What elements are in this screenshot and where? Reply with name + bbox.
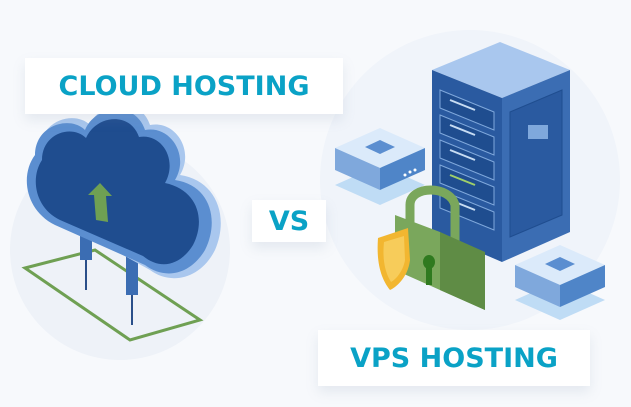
vps-hosting-text: VPS HOSTING [350,342,558,374]
vps-hosting-label: VPS HOSTING [318,330,590,386]
upload-arrow-icon [88,183,112,222]
cloud-hosting-text: CLOUD HOSTING [58,70,310,102]
small-server-icon [335,128,425,205]
cloud-hosting-label: CLOUD HOSTING [25,58,343,114]
padlock-icon [395,185,485,310]
cloud-icon [26,104,221,279]
server-rack-icon [432,42,570,262]
shield-icon [377,228,410,290]
vs-text: VS [268,205,310,237]
small-server-icon [515,245,605,320]
network-base-icon [21,248,204,342]
vs-label: VS [252,200,326,242]
chart-display-icon [528,125,548,139]
